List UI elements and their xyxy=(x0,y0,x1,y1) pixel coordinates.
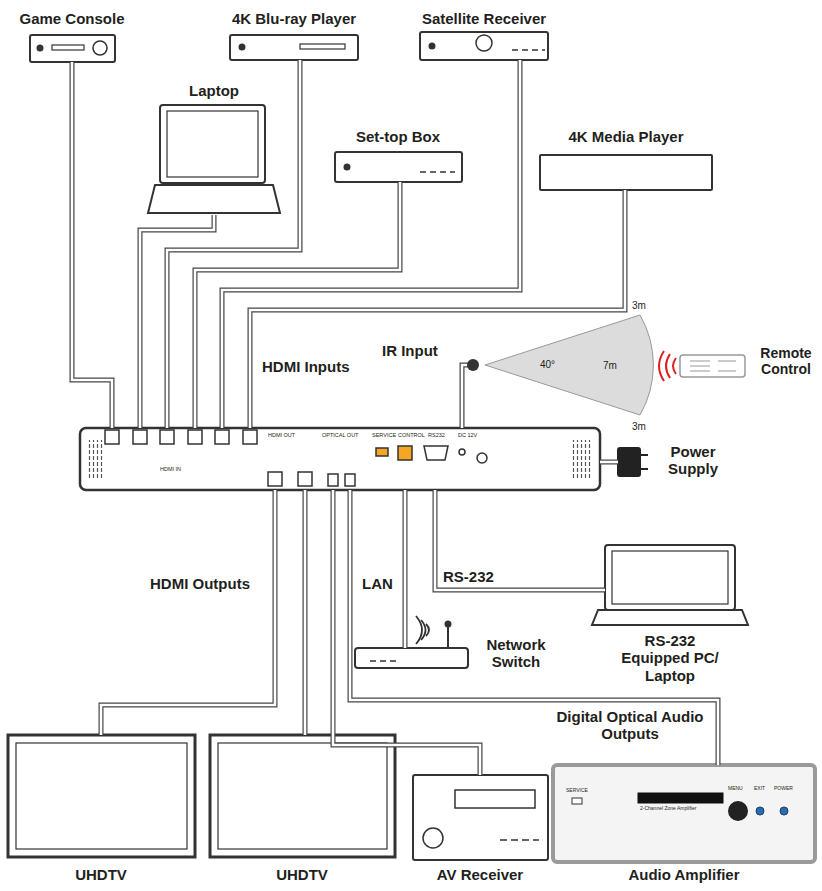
device-label: Audio Amplifier xyxy=(628,866,739,883)
cable xyxy=(350,490,718,765)
cable xyxy=(333,490,480,775)
signal-label: 3m xyxy=(632,300,646,312)
device-box: Set-top Box xyxy=(335,152,462,182)
cable-core xyxy=(350,490,718,765)
signal-label: Digital Optical Audio Outputs xyxy=(555,708,705,743)
panel-label: EXIT xyxy=(754,786,765,792)
device-box: AV Receiver xyxy=(413,775,548,860)
signal-label: HDMI Inputs xyxy=(262,358,350,375)
panel-label: SERVICE xyxy=(566,788,588,794)
panel-label: HDMI OUT xyxy=(268,432,295,438)
cable-core xyxy=(404,490,407,648)
signal-label: LAN xyxy=(362,575,393,592)
device-label: Game Console xyxy=(19,10,124,27)
cable-core xyxy=(333,490,480,775)
device-label: Power Supply xyxy=(658,443,728,478)
cable xyxy=(600,462,618,463)
device-box: Satellite Receiver xyxy=(420,32,548,60)
cable-outline xyxy=(72,62,112,428)
cable-core xyxy=(101,490,275,735)
device-label: 4K Blu-ray Player xyxy=(232,10,356,27)
device-box: Remote Control xyxy=(680,355,745,377)
cable-core xyxy=(304,490,307,735)
device-box: 4K Blu-ray Player xyxy=(230,35,358,60)
device-label: 4K Media Player xyxy=(568,128,683,145)
cable-outline xyxy=(403,490,408,648)
panel-label: HDMI IN xyxy=(160,466,181,472)
cable-outline xyxy=(600,460,618,465)
cable xyxy=(305,490,306,735)
device-label: UHDTV xyxy=(75,866,127,883)
cable xyxy=(195,182,400,428)
cable-outline xyxy=(333,490,480,775)
signal-label: 40° xyxy=(540,359,555,371)
panel-label: POWER xyxy=(774,786,793,792)
cable-outline xyxy=(222,60,520,428)
device-label: Set-top Box xyxy=(356,128,440,145)
cable-core xyxy=(250,190,625,428)
signal-label: RS-232 xyxy=(443,568,494,585)
device-label: Remote Control xyxy=(755,345,817,377)
cable-outline xyxy=(250,190,625,428)
device-box: Power Supply xyxy=(618,448,648,476)
device-box: Laptop xyxy=(148,105,280,215)
cable-core xyxy=(222,60,520,428)
cable xyxy=(250,190,625,428)
panel-label: 2-Channel Zone Amplifier xyxy=(640,806,696,812)
signal-label: HDMI Outputs xyxy=(150,575,250,592)
device-box: RS-232 Equipped PC/ Laptop xyxy=(605,545,735,625)
panel-label: SERVICE xyxy=(372,432,396,438)
device-label: UHDTV xyxy=(276,866,328,883)
cable-core xyxy=(195,182,400,428)
panel-label: CONTROL xyxy=(398,432,425,438)
cable-outline xyxy=(303,490,308,735)
cable-core xyxy=(140,215,214,428)
cable-outline xyxy=(140,215,214,428)
signal-label: 7m xyxy=(603,360,617,372)
device-box: UHDTV xyxy=(210,735,395,857)
cable-core xyxy=(72,62,112,428)
panel-label: DC 12V xyxy=(458,432,477,438)
cable xyxy=(72,62,112,428)
panel-label: MENU xyxy=(728,786,743,792)
cable xyxy=(101,490,275,735)
cable-outline xyxy=(195,182,400,428)
device-label: Laptop xyxy=(189,82,239,99)
cable-outline xyxy=(101,490,275,735)
cable xyxy=(405,490,406,648)
cable-outline xyxy=(435,490,605,590)
cable-core xyxy=(600,461,618,464)
device-box: HDMI IN HDMI OUT OPTICAL OUT SERVICECONTROL… xyxy=(80,428,600,490)
device-box: 4K Media Player xyxy=(540,155,712,190)
device-box: UHDTV xyxy=(8,735,195,857)
device-label: Network Switch xyxy=(476,636,556,671)
cable xyxy=(222,60,520,428)
device-label: AV Receiver xyxy=(437,866,523,883)
panel-label: RS232 xyxy=(428,432,445,438)
device-box: Network Switch xyxy=(355,648,468,668)
cable-core xyxy=(435,490,605,590)
device-box: Game Console xyxy=(30,35,115,62)
signal-label: 3m xyxy=(632,421,646,433)
cable-outline xyxy=(350,490,718,765)
panel-label: OPTICAL OUT xyxy=(322,432,358,438)
cable xyxy=(140,215,214,428)
device-label: Satellite Receiver xyxy=(422,10,546,27)
signal-label: IR Input xyxy=(382,342,438,359)
cable xyxy=(435,490,605,590)
device-box: Audio AmplifierSERVICE2-Channel Zone Amp… xyxy=(553,765,815,862)
device-label: RS-232 Equipped PC/ Laptop xyxy=(613,632,728,684)
